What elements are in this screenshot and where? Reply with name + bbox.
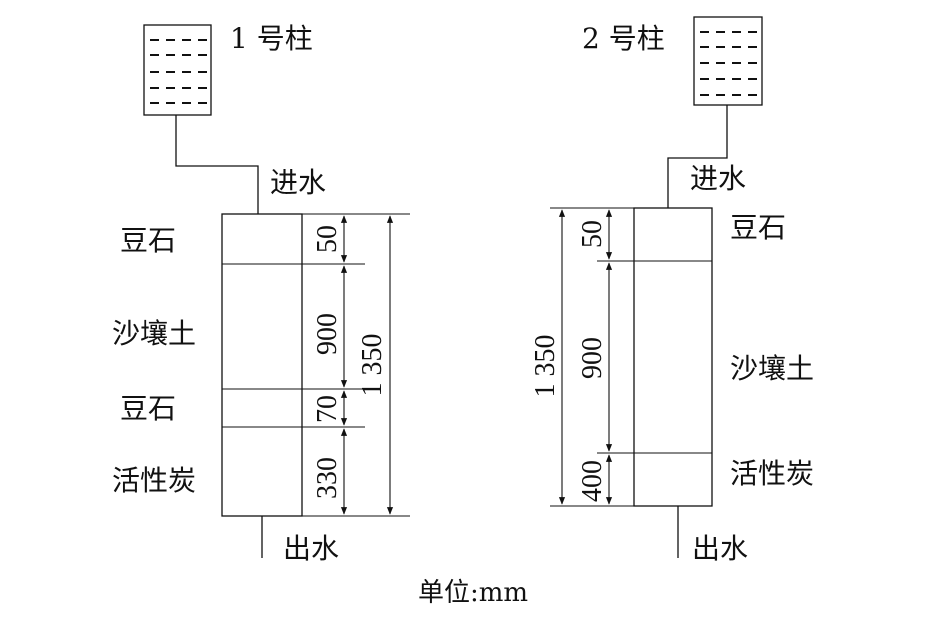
dim-70-c1: 70	[312, 395, 343, 423]
column-body-1	[221, 213, 303, 517]
water-tank-1	[143, 24, 212, 116]
unit-label: 单位:mm	[418, 578, 528, 608]
outlet-label-1: 出水	[283, 532, 339, 565]
dim-900-c1: 900	[312, 313, 343, 355]
inlet-label-2: 进水	[690, 162, 746, 195]
dim-50-c2: 50	[577, 220, 608, 248]
column-2: 2 号柱 进水 出水 豆石 沙壤土 活性炭 1 350	[530, 16, 814, 565]
water-tank-2	[693, 16, 763, 106]
layer-2-label: 沙壤土	[112, 317, 196, 350]
dim-total-c1: 1 350	[357, 334, 388, 397]
column-1: 1 号柱 进水 出水 豆石 沙壤土 豆石 活性炭 50 900 70 330 1…	[112, 22, 410, 565]
column-body-2	[633, 207, 713, 507]
layer-1-label-c2: 豆石	[730, 211, 786, 244]
dim-50-c1: 50	[312, 225, 343, 253]
inlet-pipe-1	[175, 115, 259, 214]
layer-1-label: 豆石	[120, 224, 176, 257]
outlet-label-2: 出水	[692, 532, 748, 565]
column-2-title: 2 号柱	[582, 22, 665, 55]
inlet-pipe-2	[667, 105, 728, 208]
layer-3-label: 豆石	[120, 392, 176, 425]
dim-330-c1: 330	[312, 457, 343, 499]
dim-900-c2: 900	[577, 337, 608, 379]
column-1-title: 1 号柱	[230, 22, 313, 55]
dim-total-c2: 1 350	[530, 335, 561, 398]
inlet-label-1: 进水	[270, 166, 326, 199]
layer-2-label-c2: 沙壤土	[730, 352, 814, 385]
dim-400-c2: 400	[577, 460, 608, 502]
layer-4-label: 活性炭	[112, 464, 196, 497]
layer-3-label-c2: 活性炭	[730, 457, 814, 490]
